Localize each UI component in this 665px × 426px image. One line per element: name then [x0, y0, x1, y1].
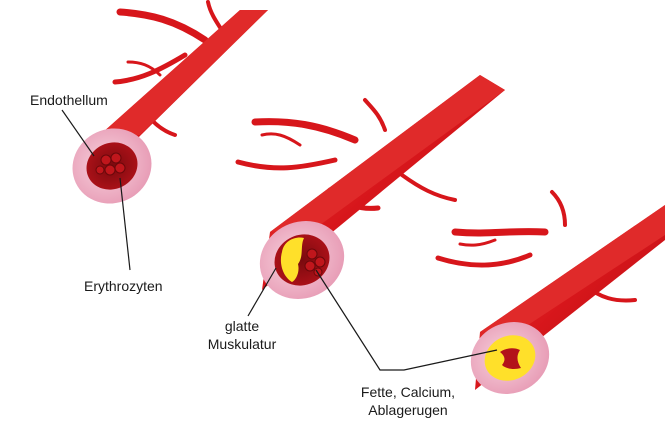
leader-deposits [316, 270, 497, 370]
label-deposits-line2: Ablagerugen [330, 401, 486, 419]
label-smooth-muscle: glatte Muskulatur [192, 317, 292, 353]
label-deposits-line1: Fette, Calcium, [330, 383, 486, 401]
vessel-partial-plaque [238, 75, 505, 313]
label-deposits: Fette, Calcium, Ablagerugen [330, 383, 486, 419]
label-smooth-muscle-line1: glatte [192, 317, 292, 335]
label-endothelium: Endothellum [30, 91, 108, 109]
vessel-heavy-plaque [438, 192, 665, 407]
label-erythrocytes: Erythrozyten [84, 277, 163, 295]
label-smooth-muscle-line2: Muskulatur [192, 335, 292, 353]
vessel-healthy [60, 2, 268, 216]
